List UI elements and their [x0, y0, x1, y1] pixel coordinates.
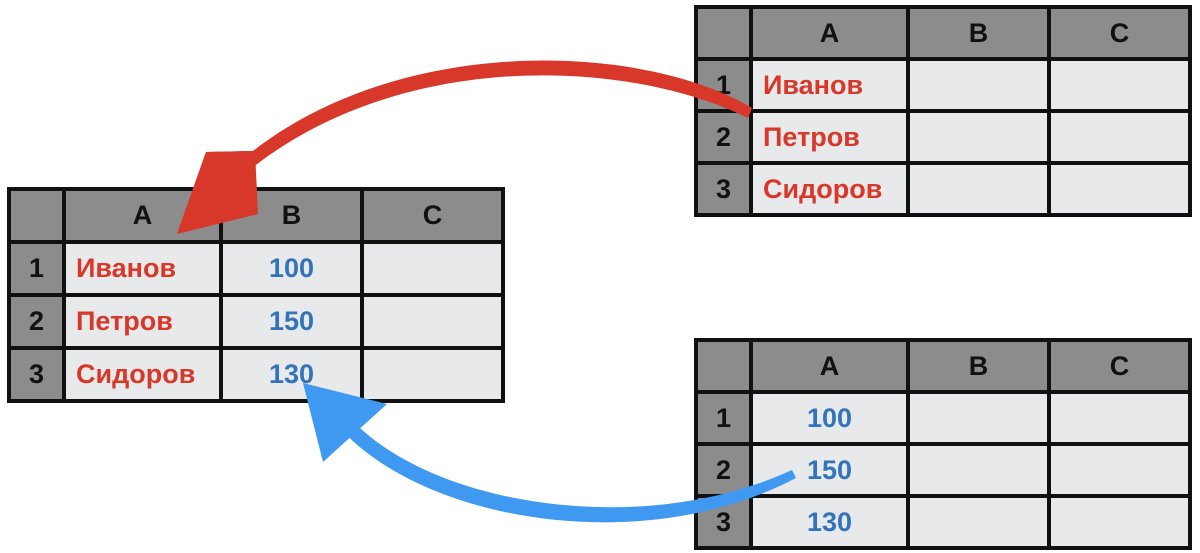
cell-b3[interactable] — [906, 161, 1051, 217]
cell-c3[interactable] — [360, 346, 505, 403]
cell-c3[interactable] — [1047, 494, 1192, 550]
cell-b1[interactable] — [906, 57, 1051, 113]
numbers-spreadsheet: A B C 1 100 2 150 3 130 — [694, 338, 1192, 550]
row-header-2[interactable]: 2 — [7, 293, 66, 350]
cell-c2[interactable] — [1047, 109, 1192, 165]
cell-c1[interactable] — [360, 240, 505, 297]
cell-c1[interactable] — [1047, 390, 1192, 446]
cell-a1[interactable]: Иванов — [749, 57, 910, 113]
table-row: 3 130 — [694, 494, 1192, 550]
cell-a3[interactable]: Сидоров — [62, 346, 223, 403]
cell-a1[interactable]: 100 — [749, 390, 910, 446]
header-row: A B C — [694, 5, 1192, 61]
cell-c1[interactable] — [1047, 57, 1192, 113]
cell-b1[interactable]: 100 — [219, 240, 364, 297]
table-row: 2 150 — [694, 442, 1192, 498]
row-header-2[interactable]: 2 — [694, 109, 753, 165]
cell-a3[interactable]: 130 — [749, 494, 910, 550]
column-header-b[interactable]: B — [906, 338, 1051, 394]
cell-c3[interactable] — [1047, 161, 1192, 217]
red-arrow — [177, 60, 752, 234]
blue-arrow — [303, 383, 796, 523]
row-header-2[interactable]: 2 — [694, 442, 753, 498]
names-spreadsheet: A B C 1 Иванов 2 Петров 3 Сидоров — [694, 5, 1192, 217]
cell-c2[interactable] — [360, 293, 505, 350]
cell-b2[interactable] — [906, 442, 1051, 498]
cell-a3[interactable]: Сидоров — [749, 161, 910, 217]
cell-b2[interactable] — [906, 109, 1051, 165]
cell-b3[interactable] — [906, 494, 1051, 550]
column-header-a[interactable]: A — [749, 5, 910, 61]
row-header-3[interactable]: 3 — [694, 161, 753, 217]
row-header-3[interactable]: 3 — [7, 346, 66, 403]
cell-a2[interactable]: 150 — [749, 442, 910, 498]
column-header-a[interactable]: A — [749, 338, 910, 394]
table-row: 2 Петров — [694, 109, 1192, 165]
corner-cell[interactable] — [7, 187, 66, 244]
cell-a2[interactable]: Петров — [62, 293, 223, 350]
corner-cell[interactable] — [694, 5, 753, 61]
column-header-c[interactable]: C — [360, 187, 505, 244]
row-header-1[interactable]: 1 — [7, 240, 66, 297]
table-row: 3 Сидоров — [694, 161, 1192, 217]
cell-a1[interactable]: Иванов — [62, 240, 223, 297]
cell-c2[interactable] — [1047, 442, 1192, 498]
cell-b2[interactable]: 150 — [219, 293, 364, 350]
table-row: 1 Иванов — [694, 57, 1192, 113]
cell-b1[interactable] — [906, 390, 1051, 446]
column-header-c[interactable]: C — [1047, 338, 1192, 394]
corner-cell[interactable] — [694, 338, 753, 394]
header-row: A B C — [694, 338, 1192, 394]
column-header-c[interactable]: C — [1047, 5, 1192, 61]
row-header-1[interactable]: 1 — [694, 390, 753, 446]
table-row: 2 Петров 150 — [7, 293, 505, 350]
table-row: 1 100 — [694, 390, 1192, 446]
cell-a2[interactable]: Петров — [749, 109, 910, 165]
table-row: 1 Иванов 100 — [7, 240, 505, 297]
column-header-b[interactable]: B — [906, 5, 1051, 61]
